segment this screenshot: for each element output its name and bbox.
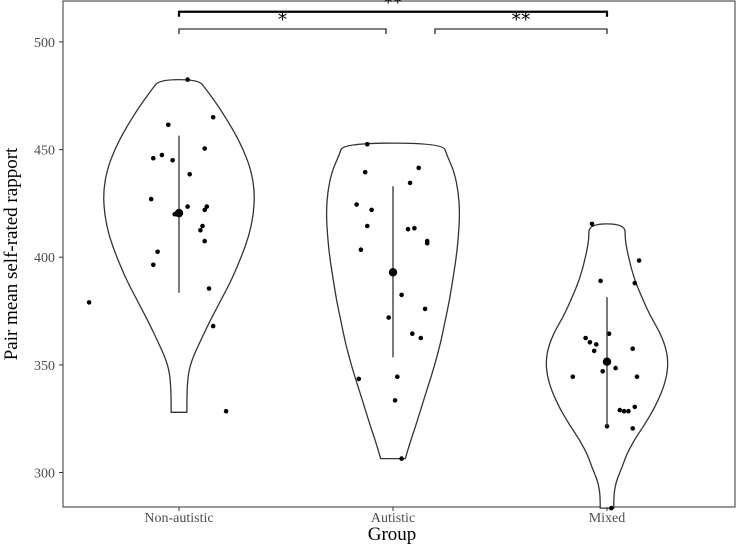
data-point	[613, 365, 618, 371]
data-point	[210, 115, 216, 120]
significance-bracket	[178, 28, 387, 34]
significance-bracket	[177, 10, 609, 17]
significance-label: **	[384, 0, 403, 14]
data-point	[412, 225, 417, 231]
points-layer	[86, 77, 642, 511]
data-point	[200, 223, 205, 229]
data-point	[185, 77, 190, 82]
data-point	[609, 505, 614, 511]
data-point	[202, 207, 207, 213]
data-point	[151, 155, 156, 161]
y-tick-label: 500	[34, 36, 55, 51]
x-tick-label: Mixed	[589, 511, 626, 526]
y-tick-label: 300	[34, 467, 55, 482]
data-point	[210, 323, 216, 329]
data-point	[598, 278, 603, 284]
data-point	[206, 286, 212, 291]
data-point	[416, 165, 422, 171]
data-point	[418, 335, 424, 341]
data-point	[632, 280, 638, 286]
data-point	[354, 202, 359, 207]
data-point	[621, 408, 627, 414]
data-point	[386, 315, 392, 320]
y-tick-label: 450	[34, 144, 55, 159]
significance-layer: *****	[177, 0, 609, 34]
x-tick-label: Non-autistic	[144, 511, 213, 526]
data-point	[630, 426, 635, 431]
data-point	[365, 141, 370, 147]
data-point	[369, 207, 374, 213]
data-point	[202, 146, 207, 151]
data-point	[356, 376, 362, 382]
data-point	[395, 374, 400, 380]
data-point	[86, 300, 92, 305]
data-point	[407, 180, 413, 186]
data-point	[358, 247, 364, 252]
data-point	[159, 152, 165, 158]
data-point	[365, 223, 370, 229]
data-point	[600, 369, 605, 374]
data-point	[591, 348, 597, 354]
data-point	[166, 122, 171, 128]
data-point	[399, 456, 404, 461]
data-point	[399, 292, 404, 298]
mean-point-non-autistic	[174, 208, 184, 218]
significance-label: *	[278, 9, 288, 31]
data-point	[223, 408, 229, 414]
y-tick-label: 400	[34, 251, 55, 266]
data-point	[634, 374, 640, 380]
data-point	[589, 221, 595, 227]
data-point	[630, 346, 635, 352]
data-point	[410, 331, 415, 337]
y-axis: 300 350 400 450 500	[34, 36, 63, 482]
significance-label: **	[512, 9, 531, 31]
data-point	[626, 408, 631, 414]
data-point	[202, 238, 207, 244]
x-axis-title: Group	[368, 524, 417, 545]
ci-layer	[174, 135, 612, 427]
data-point	[362, 169, 368, 175]
data-point	[405, 226, 411, 232]
mean-point-mixed	[602, 357, 612, 366]
data-point	[151, 262, 156, 268]
data-point	[198, 228, 203, 233]
data-point	[583, 335, 588, 341]
data-point	[148, 196, 154, 202]
mean-point-autistic	[388, 268, 398, 277]
data-point	[587, 340, 593, 345]
data-point	[617, 407, 623, 413]
data-point	[570, 374, 576, 380]
data-point	[185, 204, 190, 209]
data-point	[606, 331, 612, 337]
data-point	[155, 249, 160, 255]
x-axis: Non-autistic Autistic Mixed	[144, 507, 625, 526]
y-axis-title: Pair mean self-rated rapport	[1, 147, 22, 360]
data-point	[636, 258, 642, 263]
data-point	[424, 240, 430, 246]
data-point	[392, 398, 398, 403]
data-point	[594, 342, 599, 347]
y-tick-label: 350	[34, 359, 55, 374]
data-point	[422, 306, 428, 312]
x-tick-label: Autistic	[371, 511, 415, 526]
data-point	[170, 158, 175, 163]
data-point	[632, 404, 638, 410]
significance-bracket	[434, 28, 608, 34]
data-point	[187, 172, 192, 177]
data-point	[204, 204, 210, 209]
